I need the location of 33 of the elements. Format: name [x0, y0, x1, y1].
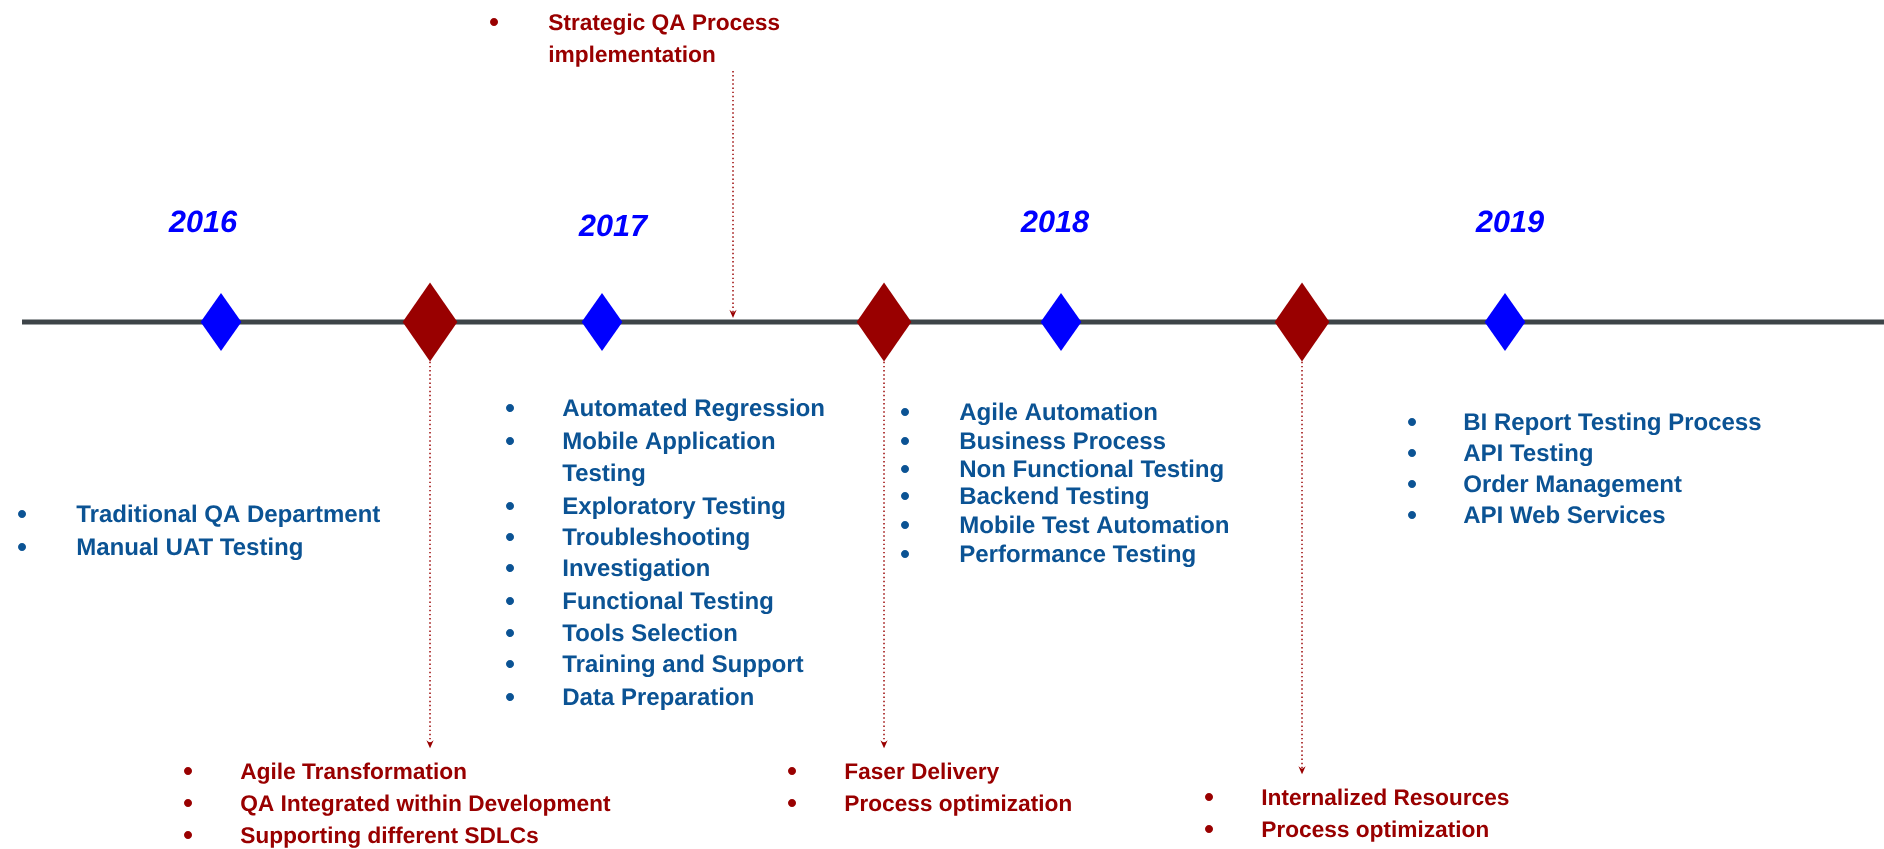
list-item: Performance Testing	[960, 544, 1195, 568]
list-item: Tools Selection	[562, 623, 737, 642]
list-item: Business Process	[960, 431, 1166, 450]
bullet-list: Strategic QA Process implementation	[548, 13, 780, 67]
list-item: Agile Automation	[959, 402, 1157, 426]
list-item: Mobile Test Automation	[960, 515, 1228, 534]
milestone-diamond	[1484, 293, 1526, 351]
list-item: Manual UAT Testing	[77, 537, 302, 561]
list-item: API Web Services	[1463, 505, 1665, 524]
milestone-diamond	[581, 293, 623, 351]
list-item: Functional Testing	[563, 591, 773, 615]
list-item: Order Management	[1464, 474, 1682, 498]
milestone-diamond	[402, 282, 458, 362]
list-item: Training and Support	[562, 654, 804, 678]
list-item: Exploratory Testing	[563, 496, 785, 520]
milestone-diamond	[1040, 293, 1082, 351]
milestone-diamond	[200, 293, 242, 351]
list-item: Non Functional Testing	[960, 459, 1223, 483]
list-item: API Testing	[1463, 443, 1592, 467]
list-item: Troubleshooting	[562, 527, 749, 551]
year-label: 2018	[1020, 210, 1090, 233]
list-item: Backend Testing	[960, 486, 1148, 510]
bullet-list: Faser Delivery Process optimization	[845, 762, 1071, 816]
list-item: Data Preparation	[563, 687, 753, 710]
bullet-list: Internalized Resources Process optimization	[1262, 788, 1509, 842]
milestone-diamond	[856, 282, 912, 362]
list-item: Investigation	[563, 558, 709, 582]
list-item: Mobile Application Testing	[562, 431, 775, 487]
milestone-diamond	[1274, 282, 1330, 362]
bullet-list: Agile Transformation QA Integrated within Development Supporting different SDLCs	[240, 762, 611, 848]
list-item: Traditional QA Department	[76, 504, 380, 527]
list-item: Automated Regression	[562, 398, 824, 422]
list-item: BI Report Testing Process	[1464, 412, 1761, 436]
